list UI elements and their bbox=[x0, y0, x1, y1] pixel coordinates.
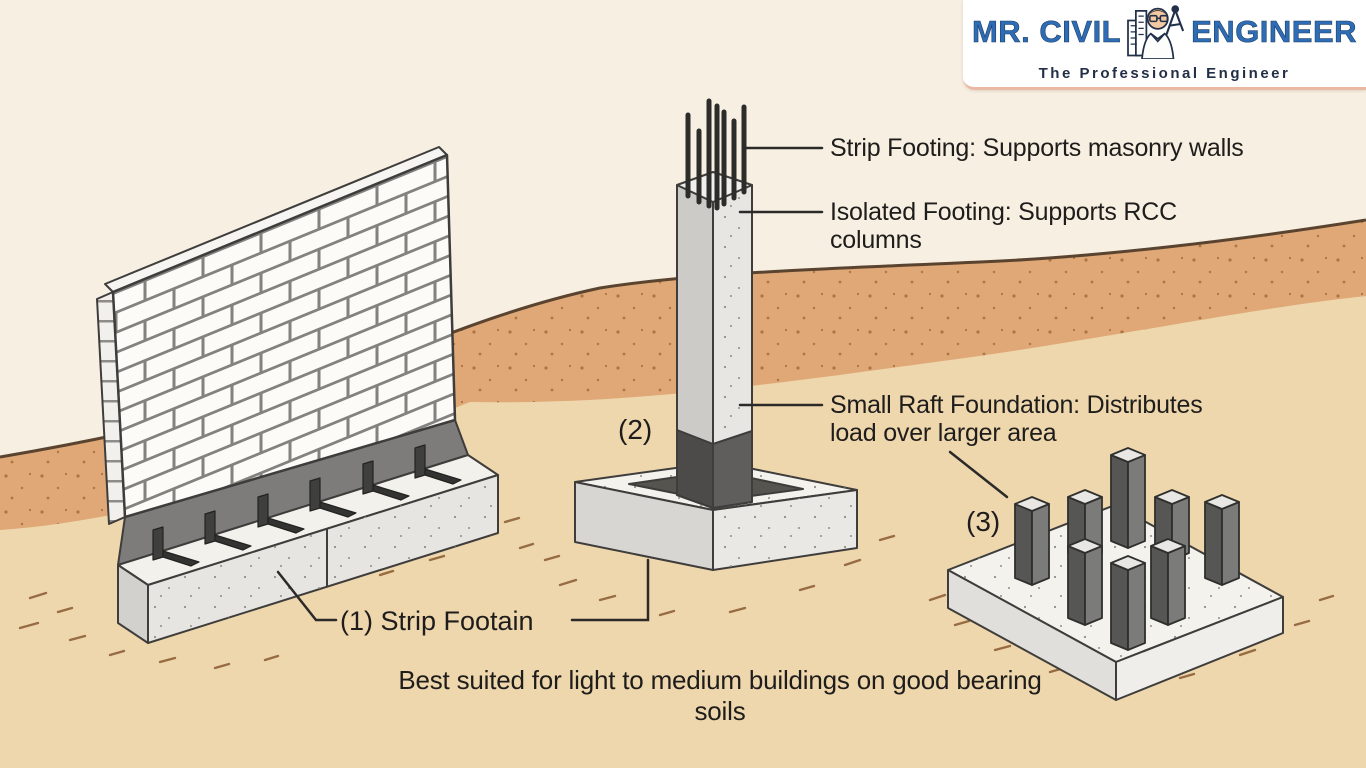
logo-buildings-icon bbox=[1127, 10, 1148, 57]
logo-tagline: The Professional Engineer bbox=[1038, 65, 1291, 82]
isolated-footing-illustration bbox=[574, 98, 858, 571]
strip-footing-label: Strip Footing: Supports masonry walls bbox=[830, 134, 1244, 162]
rcc-column-illustration bbox=[676, 98, 753, 509]
brand-logo: MR. CIVIL bbox=[963, 0, 1366, 90]
soil-tick-marks bbox=[18, 516, 1335, 692]
wall-front-face bbox=[111, 153, 457, 519]
logo-avatar-icon bbox=[1127, 5, 1185, 59]
rebar-icon bbox=[685, 98, 747, 211]
leader-raft-diagonal bbox=[948, 450, 1009, 499]
brand-logo-title: MR. CIVIL bbox=[963, 5, 1366, 59]
leader-lines bbox=[276, 146, 1009, 622]
logo-compass-icon bbox=[1165, 5, 1185, 35]
raft-foundation-illustration bbox=[947, 447, 1284, 701]
leader-strip-number-right bbox=[570, 558, 650, 622]
logo-title-right: ENGINEER bbox=[1191, 14, 1358, 50]
brick-wall-illustration bbox=[96, 146, 499, 644]
strip-footing-number-label: (1) Strip Footain bbox=[340, 606, 534, 636]
raft-foundation-marker: (3) bbox=[966, 506, 1001, 537]
leader-strip-number-left bbox=[276, 570, 338, 622]
raft-foundation-label: Small Raft Foundation: Distributes load … bbox=[830, 391, 1203, 447]
strip-footing-illustration bbox=[117, 419, 499, 644]
logo-person-icon bbox=[1141, 7, 1175, 59]
column-stubs bbox=[1014, 447, 1240, 651]
caption: Best suited for light to medium building… bbox=[398, 665, 1042, 726]
isolated-footing-label: Isolated Footing: Supports RCC columns bbox=[830, 198, 1177, 254]
isolated-footing-marker: (2) bbox=[618, 414, 653, 445]
logo-title-left: MR. CIVIL bbox=[971, 14, 1122, 50]
